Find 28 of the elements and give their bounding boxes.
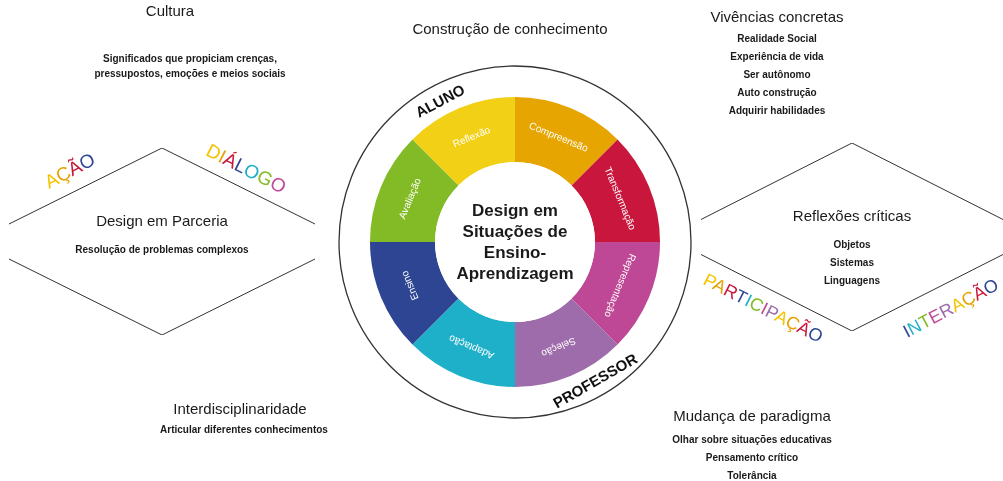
center-title: Design em Situações de Ensino-Aprendizagem	[455, 200, 575, 284]
center-circle	[435, 162, 595, 322]
heading: Cultura	[145, 2, 195, 19]
heading: Interdisciplinaridade	[173, 400, 307, 417]
diamond-text: Resolução de problemas complexos	[75, 244, 249, 255]
text-line: Olhar sobre situações educativas	[672, 434, 832, 445]
wheel-segment	[412, 298, 515, 387]
text-line: Adquirir habilidades	[728, 105, 826, 116]
diamond-text: Linguagens	[823, 275, 881, 286]
text-line: Realidade Social	[737, 33, 817, 44]
text-line: Tolerância	[727, 470, 777, 481]
diamond-title: Reflexões críticas	[792, 207, 912, 224]
text-line: Experiência de vida	[730, 51, 824, 62]
diamond-text: Sistemas	[830, 257, 874, 268]
heading: Vivências concretas	[710, 8, 844, 25]
text-line: Auto construção	[737, 87, 817, 98]
colorful-word: DIÁLOGO	[202, 139, 290, 199]
colorful-word: AÇÃO	[41, 148, 99, 194]
text-line: Ser autônomo	[743, 69, 811, 80]
diamond-title: Design em Parceria	[96, 212, 228, 229]
segment-label: Ensino	[398, 269, 421, 302]
heading: Construção de conhecimento	[412, 20, 608, 37]
heading: Mudança de paradigma	[673, 407, 831, 424]
text-line: Articular diferentes conhecimentos	[160, 424, 328, 435]
diamond-text: Objetos	[833, 239, 871, 250]
text-line: Significados que propiciam crenças, pressupostos, emoções e meios sociais	[93, 52, 287, 81]
colorful-word: INTERAÇÃO	[899, 274, 1003, 343]
text-line: Pensamento crítico	[705, 452, 799, 463]
